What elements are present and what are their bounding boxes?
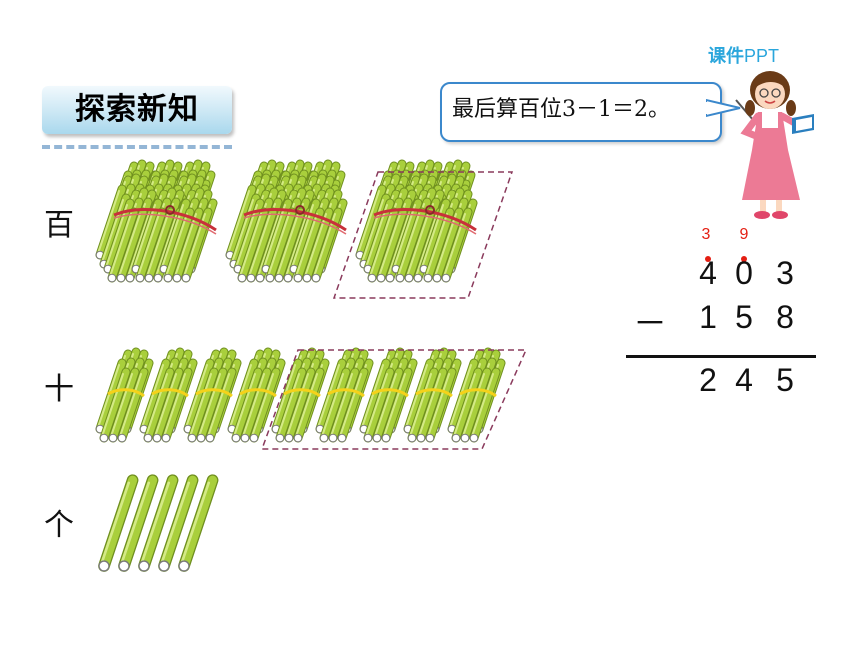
subtrahend-hundreds: 1 [699, 299, 717, 335]
result-ones: 5 [776, 362, 794, 398]
minuend-ones: 3 [776, 255, 794, 291]
minuend-tens: 0 [735, 255, 753, 291]
brand-light: PPT [744, 46, 780, 66]
row-label-hundreds: 百 [44, 208, 74, 243]
teacher-illustration [735, 71, 814, 219]
brand-logo: 课件PPT [708, 42, 779, 68]
hundred-bundle [226, 164, 346, 282]
hundred-bundle [96, 164, 216, 282]
borrow-dot [741, 256, 747, 262]
hundreds-dashed-box [332, 171, 514, 299]
result-tens: 4 [735, 362, 753, 398]
section-title: 探索新知 [75, 92, 199, 127]
tens-dashed-box [260, 349, 528, 450]
section-title-badge [42, 86, 232, 134]
row-label-tens: 十 [44, 372, 74, 407]
borrow-dot [705, 256, 711, 262]
brand-bold: 课件 [708, 46, 744, 66]
subtrahend-ones: 8 [776, 299, 794, 335]
borrow-mark-hundreds: 3 [701, 226, 711, 243]
speech-bubble-tail [706, 98, 741, 118]
minus-sign: － [633, 304, 667, 344]
row-label-ones: 个 [44, 508, 74, 543]
result-hundreds: 2 [699, 362, 717, 398]
title-divider [42, 145, 232, 149]
minuend-hundreds: 4 [699, 255, 717, 291]
subtraction-rule [626, 355, 816, 358]
speech-bubble-text: 最后算百位3－1＝2。 [452, 97, 670, 122]
speech-bubble [440, 82, 722, 142]
subtrahend-tens: 5 [735, 299, 753, 335]
borrow-mark-tens: 9 [739, 226, 749, 243]
